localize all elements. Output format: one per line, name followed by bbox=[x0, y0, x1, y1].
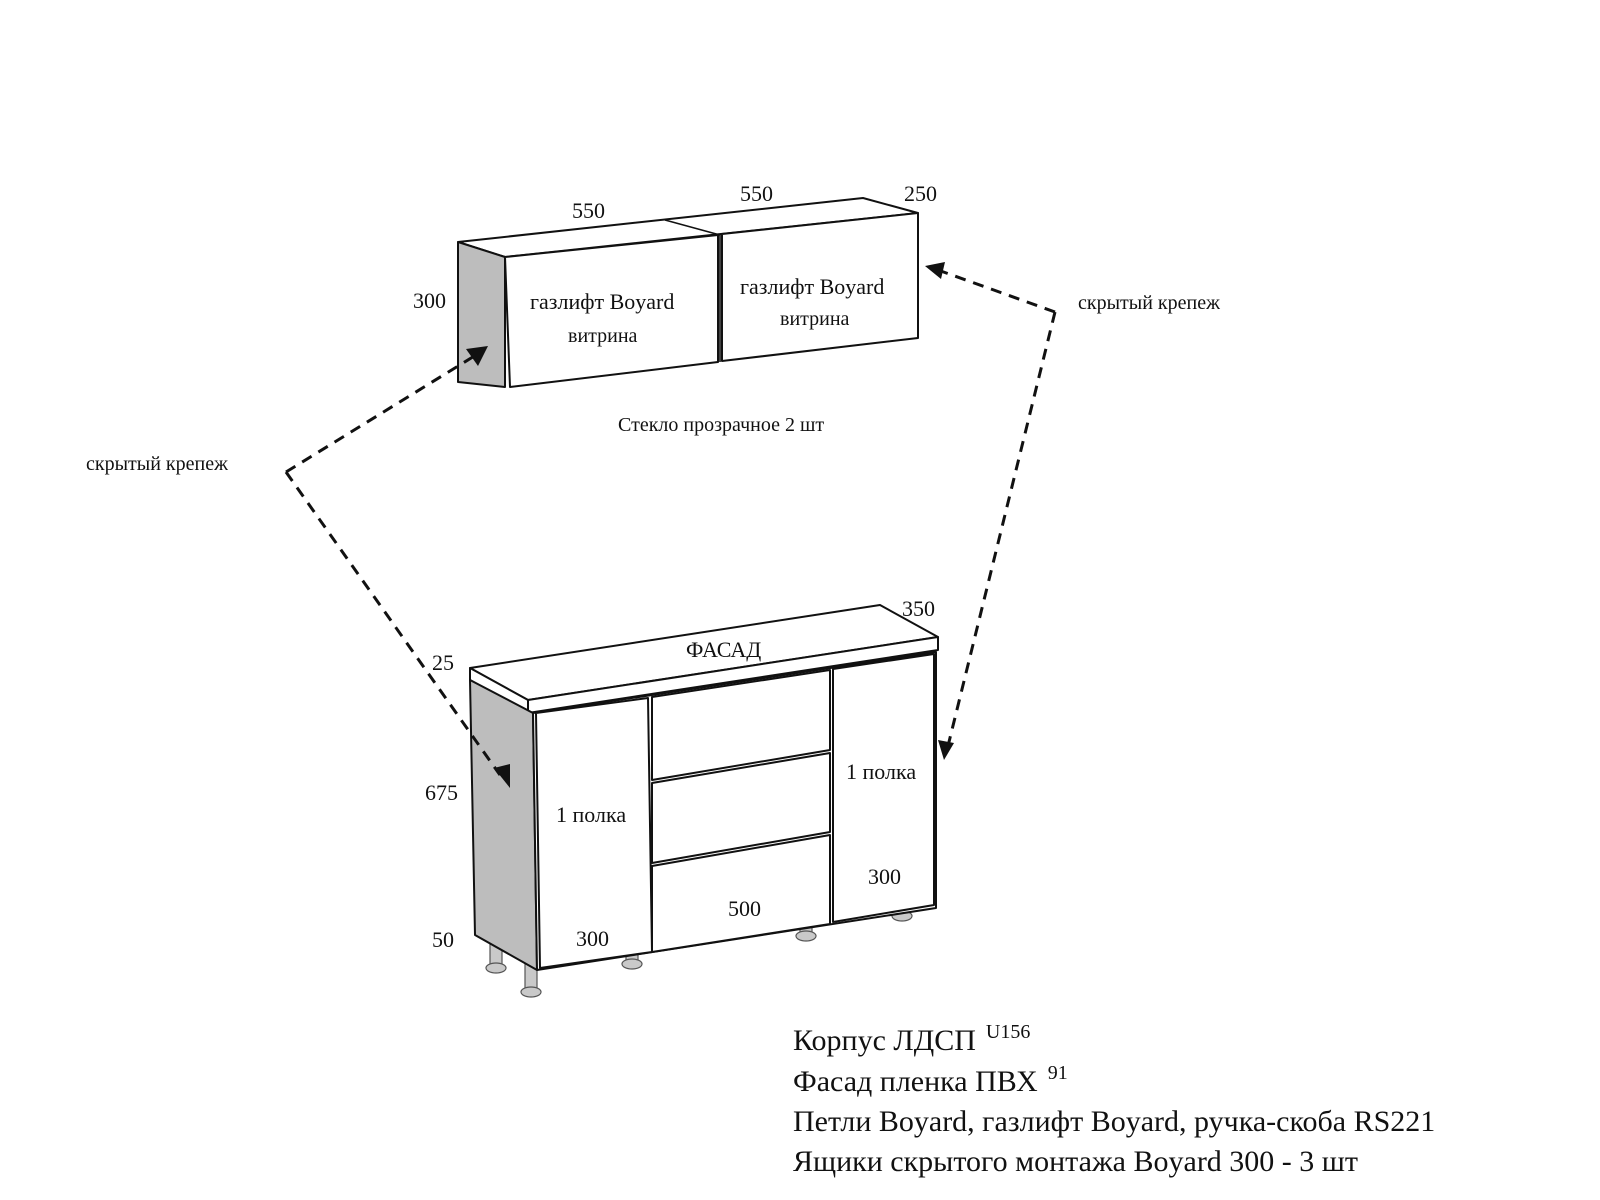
lower-drawer-2 bbox=[651, 752, 831, 864]
leg-foot bbox=[485, 962, 507, 974]
spec-line-facade: Фасад пленка ПВХ 91 bbox=[793, 1062, 1068, 1098]
right-callout-arrowhead-lower bbox=[938, 740, 954, 760]
spec-line-drawers: Ящики скрытого монтажа Boyard 300 - 3 шт bbox=[793, 1145, 1358, 1178]
spec-line-hardware: Петли Boyard, газлифт Boyard, ручка-скоб… bbox=[793, 1105, 1435, 1138]
upper-dim-width-left: 550 bbox=[572, 198, 605, 223]
right-callout-arrowhead-upper bbox=[925, 262, 945, 279]
lower-right-section-label: 1 полка bbox=[846, 759, 916, 784]
upper-cabinet-side-panel bbox=[457, 241, 506, 388]
spec-facade-code: 91 bbox=[1048, 1062, 1068, 1084]
lower-cabinet bbox=[469, 604, 939, 998]
right-callout-label: скрытый крепеж bbox=[1078, 292, 1220, 314]
upper-left-door bbox=[504, 234, 719, 388]
right-callout-line-lower bbox=[946, 311, 1057, 747]
lower-cabinet-side-panel bbox=[469, 679, 538, 971]
lower-right-section-width: 300 bbox=[868, 864, 901, 889]
left-callout-arrowhead-lower bbox=[494, 764, 510, 788]
upper-cabinet bbox=[457, 197, 919, 388]
lower-dim-height: 675 bbox=[425, 780, 458, 805]
spec-line-body: Корпус ЛДСП U156 bbox=[793, 1021, 1030, 1057]
upper-right-door-sublabel: витрина bbox=[780, 308, 850, 330]
upper-left-door-sublabel: витрина bbox=[568, 325, 638, 347]
spec-body-material: Корпус ЛДСП bbox=[793, 1024, 976, 1057]
lower-left-section-label: 1 полка bbox=[556, 802, 626, 827]
lower-drawer-3 bbox=[651, 834, 831, 953]
upper-top-divider bbox=[664, 219, 721, 236]
spec-body-code: U156 bbox=[986, 1021, 1030, 1043]
spec-facade-material: Фасад пленка ПВХ bbox=[793, 1065, 1038, 1098]
upper-dim-depth: 250 bbox=[904, 181, 937, 206]
upper-dim-height: 300 bbox=[413, 288, 446, 313]
lower-dim-depth: 350 bbox=[902, 596, 935, 621]
lower-drawer-1 bbox=[651, 669, 831, 781]
lower-dim-countertop: 25 bbox=[432, 650, 454, 675]
leg-foot bbox=[621, 958, 643, 970]
lower-left-section-width: 300 bbox=[576, 926, 609, 951]
left-callout-arrowhead-upper bbox=[466, 346, 488, 366]
leg-foot bbox=[520, 986, 542, 998]
leg-foot bbox=[795, 930, 817, 942]
lower-center-width: 500 bbox=[728, 896, 761, 921]
lower-right-door bbox=[832, 653, 935, 923]
left-callout-line-lower bbox=[284, 471, 502, 776]
left-callout-line-upper bbox=[285, 353, 477, 474]
upper-right-door-label: газлифт Boyard bbox=[740, 274, 884, 299]
upper-left-door-label: газлифт Boyard bbox=[530, 289, 674, 314]
lower-dim-legs: 50 bbox=[432, 927, 454, 952]
upper-dim-width-right: 550 bbox=[740, 181, 773, 206]
callout-arrows bbox=[284, 262, 1057, 788]
countertop-label: ФАСАД bbox=[686, 637, 761, 662]
glass-note: Стекло прозрачное 2 шт bbox=[618, 414, 824, 436]
spec-list: Корпус ЛДСП U156 Фасад пленка ПВХ 91 Петли… bbox=[793, 1021, 1435, 1178]
left-callout-label: скрытый крепеж bbox=[86, 453, 228, 475]
right-callout-line-upper bbox=[937, 268, 1056, 314]
upper-right-door bbox=[721, 212, 919, 362]
